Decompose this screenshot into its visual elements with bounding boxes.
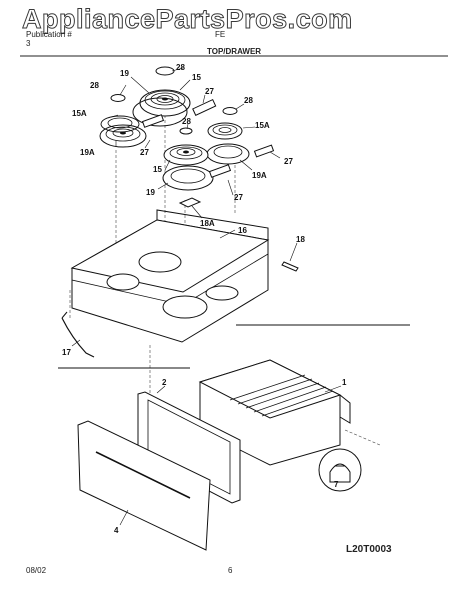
model-label: FE	[215, 30, 226, 39]
callout-28-top: 28	[176, 63, 185, 72]
leader-lines	[71, 67, 342, 526]
figure-code: L20T0003	[346, 544, 392, 555]
callout-19A-left: 19A	[80, 148, 95, 157]
trim-ring-28-left	[110, 94, 126, 102]
publication-number: 3	[26, 39, 31, 48]
trim-ring-28-top	[155, 66, 175, 76]
part-18	[281, 261, 299, 272]
trim-ring-28-right	[222, 107, 238, 115]
drawer-panel-4	[77, 420, 211, 551]
callout-28-left: 28	[90, 81, 99, 90]
callout-27-front: 27	[234, 193, 243, 202]
callout-15-front: 15	[153, 165, 162, 174]
callout-18: 18	[296, 235, 305, 244]
publication-label: Publication #	[26, 30, 72, 39]
footer-date: 08/02	[26, 566, 47, 575]
callout-4: 4	[114, 526, 119, 535]
callout-19-top: 19	[120, 69, 129, 78]
rod-17	[61, 317, 95, 358]
section-title: TOP/DRAWER	[207, 47, 262, 56]
callout-16: 16	[238, 226, 247, 235]
callout-7: 7	[334, 480, 339, 489]
callout-1: 1	[342, 378, 347, 387]
drip-bowl-rear-left	[132, 97, 188, 127]
callout-19A-right: 19A	[252, 171, 267, 180]
burner-15A-left	[99, 114, 165, 148]
callout-27-left: 27	[140, 148, 149, 157]
callout-15A-left: 15A	[72, 109, 87, 118]
cooktop-16	[70, 209, 270, 343]
callout-19-front: 19	[146, 188, 155, 197]
callout-2: 2	[162, 378, 167, 387]
callout-17: 17	[62, 348, 71, 357]
footer-page: 6	[228, 566, 233, 575]
callout-18A: 18A	[200, 219, 215, 228]
burner-15A-right	[206, 122, 275, 165]
callout-15-top: 15	[192, 73, 201, 82]
callout-15A-right: 15A	[255, 121, 270, 130]
trim-ring-28-center	[179, 127, 193, 135]
callout-28-center: 28	[182, 117, 191, 126]
callout-27-right: 27	[284, 157, 293, 166]
callout-27-top: 27	[205, 87, 214, 96]
detail-callout-7	[318, 448, 362, 492]
bracket-18A	[178, 197, 202, 208]
watermark-logo: AppliancePartsPros.com	[22, 4, 353, 35]
burner-assembly-front	[162, 144, 232, 191]
callout-28-right: 28	[244, 96, 253, 105]
